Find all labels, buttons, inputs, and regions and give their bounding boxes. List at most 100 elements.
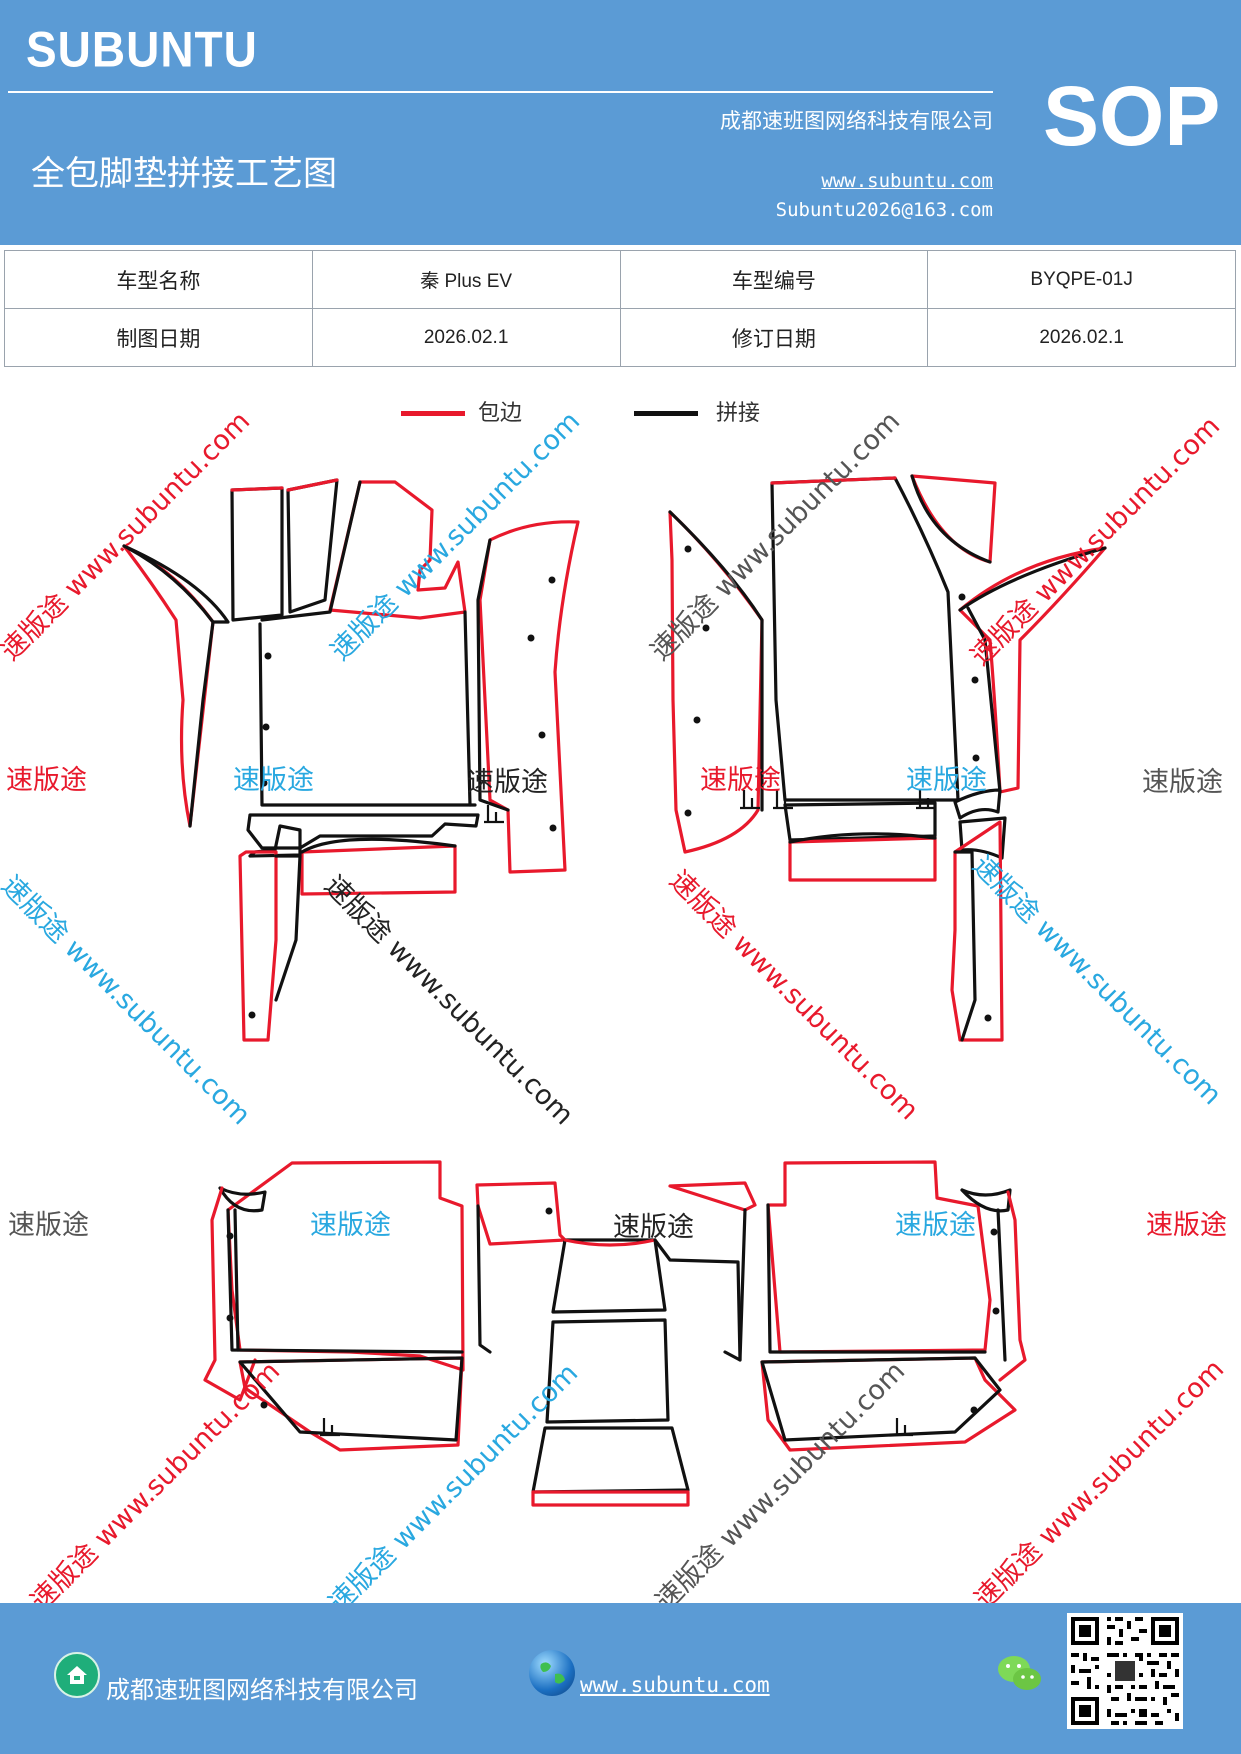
mat-piece — [563, 1238, 657, 1247]
mat-piece — [531, 1426, 690, 1494]
mat-piece — [274, 854, 302, 1002]
legend-edge-label: 包边 — [478, 401, 523, 426]
hole-marker — [264, 652, 272, 660]
table-row: 制图日期 2026.02.1 修订日期 2026.02.1 — [4, 308, 1236, 367]
hole-marker — [990, 1228, 998, 1236]
mat-piece — [766, 1203, 987, 1354]
mat-piece — [668, 510, 764, 812]
hole-marker — [970, 1406, 978, 1414]
mat-piece — [230, 486, 284, 622]
stop-mark — [893, 1418, 913, 1437]
mat-piece — [218, 1186, 267, 1213]
mat-piece — [188, 620, 215, 828]
wechat-icon[interactable] — [996, 1652, 1044, 1696]
revise-date-label: 修订日期 — [619, 308, 929, 367]
stop-mark — [916, 790, 936, 810]
hole-marker — [684, 809, 692, 817]
mat-piece — [770, 476, 960, 802]
draw-date-label: 制图日期 — [4, 308, 313, 367]
floor-mat-diagram — [122, 474, 1107, 1507]
brand-logo: SUBUNTU — [26, 21, 258, 78]
hole-marker — [548, 576, 556, 584]
hole-marker — [538, 731, 546, 739]
mat-piece — [238, 1356, 464, 1442]
hole-marker — [693, 716, 701, 724]
mat-piece — [478, 520, 580, 874]
mat-piece — [958, 816, 1007, 860]
model-name-value: 秦 Plus EV — [311, 250, 621, 309]
mat-piece — [770, 476, 897, 485]
mat-piece — [668, 510, 764, 854]
mat-piece — [238, 850, 278, 1042]
header-email[interactable]: Subuntu2026@163.com — [775, 199, 993, 221]
mat-piece — [551, 1238, 667, 1314]
table-row: 车型名称 秦 Plus EV 车型编号 BYQPE-01J — [4, 250, 1236, 309]
stop-mark — [773, 790, 793, 810]
mat-piece — [910, 474, 997, 564]
mat-piece — [246, 813, 480, 850]
mat-piece — [226, 1208, 464, 1354]
mat-piece — [476, 1204, 492, 1354]
home-icon — [54, 1652, 100, 1698]
draw-date-value: 2026.02.1 — [311, 308, 621, 367]
qr-code — [1067, 1613, 1183, 1729]
mat-piece — [958, 546, 1107, 794]
model-name-label: 车型名称 — [4, 250, 313, 309]
hole-marker — [972, 754, 980, 762]
hole-marker — [549, 824, 557, 832]
hole-marker — [702, 624, 710, 632]
header-website-link[interactable]: www.subuntu.com — [821, 170, 993, 192]
mat-piece — [653, 1238, 742, 1362]
footer-company: 成都速班图网络科技有限公司 — [106, 1676, 418, 1704]
mat-piece — [668, 1181, 757, 1212]
mat-piece — [960, 1188, 1012, 1213]
mat-piece — [788, 832, 937, 844]
mat-piece — [122, 544, 215, 828]
mat-piece — [958, 546, 1107, 612]
hole-marker — [992, 1307, 1000, 1315]
mat-piece — [286, 478, 339, 614]
hole-marker — [971, 676, 979, 684]
mat-piece — [760, 1356, 1002, 1442]
model-code-value: BYQPE-01J — [927, 250, 1236, 309]
hole-marker — [260, 779, 268, 787]
hole-marker — [226, 1232, 234, 1240]
mat-piece — [738, 1208, 747, 1362]
mat-piece — [531, 1490, 690, 1507]
mat-piece — [475, 1181, 567, 1246]
mat-piece — [230, 486, 284, 492]
legend-join-label: 拼接 — [716, 401, 761, 426]
mat-piece — [258, 622, 477, 807]
mat-piece — [233, 1208, 240, 1352]
header-band: SUBUNTU 成都速班图网络科技有限公司 全包脚垫拼接工艺图 www.subu… — [0, 0, 1241, 245]
hole-marker — [248, 1011, 256, 1019]
mat-piece — [910, 474, 992, 564]
mat-piece — [953, 850, 977, 1042]
revise-date-value: 2026.02.1 — [927, 308, 1236, 367]
info-table: 车型名称 秦 Plus EV 车型编号 BYQPE-01J 制图日期 2026.… — [4, 250, 1236, 367]
hole-marker — [262, 723, 270, 731]
stop-mark — [484, 805, 504, 824]
hole-marker — [226, 1314, 234, 1322]
mat-piece — [788, 836, 937, 882]
footer-website-link[interactable]: www.subuntu.com — [580, 1673, 770, 1697]
hole-marker — [527, 634, 535, 642]
mat-piece — [300, 837, 457, 854]
header-divider — [8, 91, 993, 93]
legend-edge: 包边 — [401, 395, 522, 427]
hole-marker — [984, 1014, 992, 1022]
mat-piece — [203, 1186, 257, 1402]
hole-marker — [958, 593, 966, 601]
hole-marker — [545, 1207, 553, 1215]
header-company: 成都速班图网络科技有限公司 — [720, 109, 993, 133]
stop-mark — [320, 1418, 340, 1437]
sop-label: SOP — [1043, 69, 1221, 163]
hole-marker — [260, 1401, 268, 1409]
legend-edge-swatch — [401, 411, 465, 416]
mat-piece — [476, 538, 510, 812]
mat-piece — [950, 820, 1004, 1042]
mat-piece — [260, 480, 362, 622]
mat-piece — [766, 1160, 992, 1354]
legend-join-swatch — [634, 411, 698, 416]
page-title: 全包脚垫拼接工艺图 — [31, 154, 337, 194]
